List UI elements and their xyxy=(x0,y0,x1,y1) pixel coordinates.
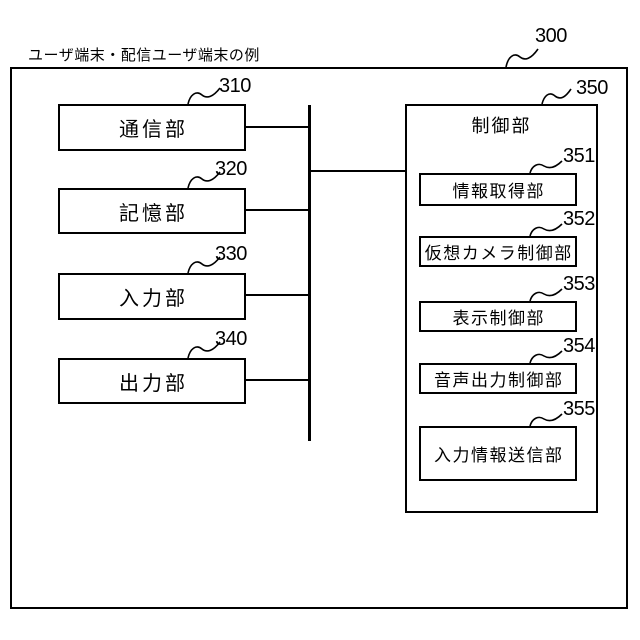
block-control-label: 制御部 xyxy=(471,116,532,136)
ref-label-300: 300 xyxy=(535,25,567,47)
connector-bus-control xyxy=(310,170,405,172)
ref-label-355: 355 xyxy=(563,398,595,420)
ref-label-310: 310 xyxy=(219,75,251,97)
connector-output-bus xyxy=(245,379,309,381)
leader-line-351 xyxy=(529,160,563,174)
block-input-info-transmission: 入力情報送信部 xyxy=(419,426,577,481)
block-display-control: 表示制御部 xyxy=(419,301,577,332)
block-output-label: 出力部 xyxy=(119,372,188,395)
block-audio-output-control-label: 音声出力制御部 xyxy=(434,371,564,390)
ref-label-340: 340 xyxy=(215,328,247,350)
ref-label-350: 350 xyxy=(576,77,608,99)
ref-label-352: 352 xyxy=(563,208,595,230)
connector-input-bus xyxy=(245,294,309,296)
leader-line-300 xyxy=(505,48,539,68)
ref-label-330: 330 xyxy=(215,243,247,265)
leader-line-352 xyxy=(529,223,563,237)
leader-line-354 xyxy=(529,350,563,364)
leader-line-330 xyxy=(187,256,221,274)
ref-label-320: 320 xyxy=(215,158,247,180)
leader-line-350 xyxy=(541,88,572,105)
leader-line-340 xyxy=(187,341,221,359)
block-display-control-label: 表示制御部 xyxy=(452,309,545,328)
block-input-info-transmission-label: 入力情報送信部 xyxy=(434,446,564,465)
block-virtual-camera-control: 仮想カメラ制御部 xyxy=(419,236,577,267)
leader-line-320 xyxy=(187,171,221,189)
block-storage: 記憶部 xyxy=(58,188,246,234)
block-input-label: 入力部 xyxy=(119,288,188,310)
block-virtual-camera-control-label: 仮想カメラ制御部 xyxy=(424,244,573,263)
ref-label-353: 353 xyxy=(563,273,595,295)
block-info-acquisition: 情報取得部 xyxy=(419,173,577,206)
block-communication: 通信部 xyxy=(58,104,246,151)
block-input: 入力部 xyxy=(58,273,246,320)
leader-line-353 xyxy=(529,288,563,302)
block-info-acquisition-label: 情報取得部 xyxy=(452,182,545,201)
bus-line xyxy=(308,105,311,441)
ref-label-351: 351 xyxy=(563,145,595,167)
block-storage-label: 記憶部 xyxy=(119,202,188,225)
block-audio-output-control: 音声出力制御部 xyxy=(419,363,577,394)
block-output: 出力部 xyxy=(58,358,246,404)
connector-communication-bus xyxy=(245,126,309,128)
figure-title: ユーザ端末・配信ユーザ端末の例 xyxy=(28,47,260,64)
leader-line-355 xyxy=(529,413,563,427)
leader-line-310 xyxy=(187,87,221,105)
connector-storage-bus xyxy=(245,209,309,211)
block-communication-label: 通信部 xyxy=(119,119,188,141)
ref-label-354: 354 xyxy=(563,335,595,357)
